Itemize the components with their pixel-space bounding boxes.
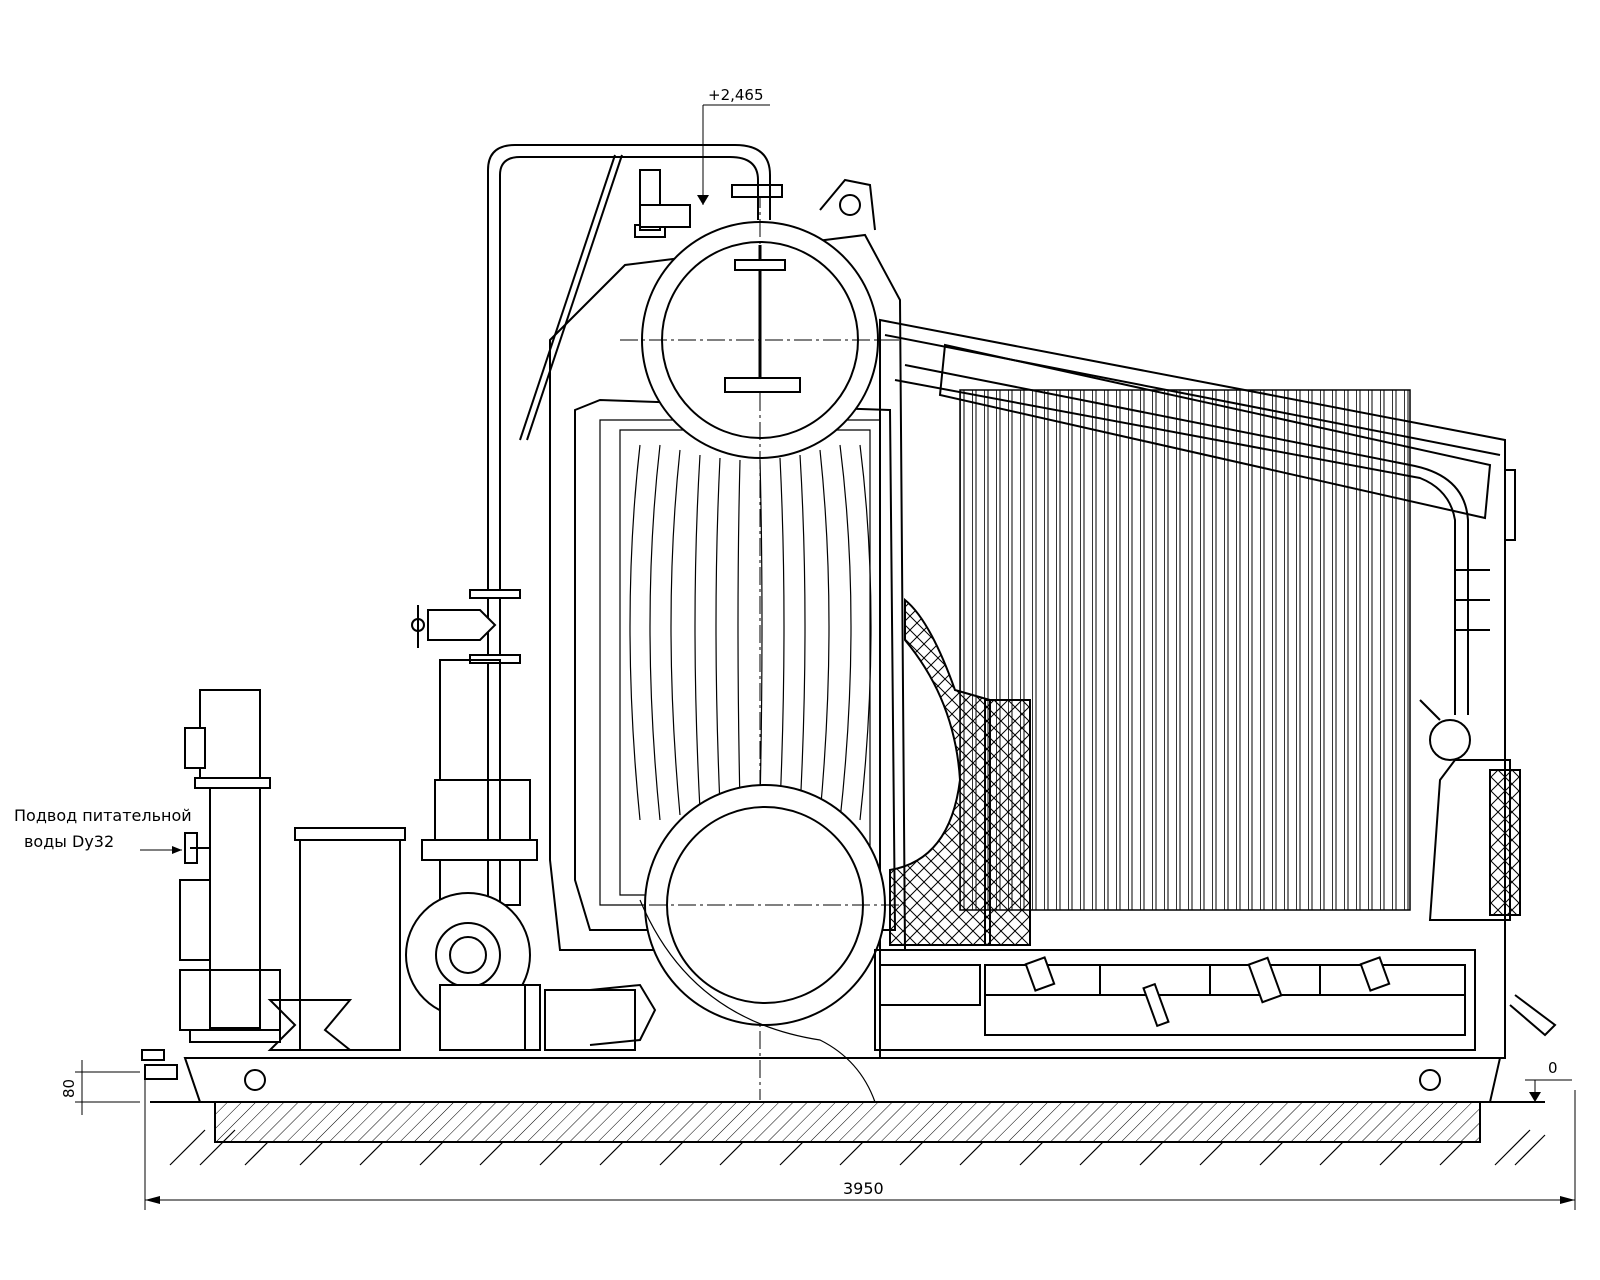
- elevation-top-label: +2,465: [708, 86, 764, 104]
- rear-door: [1419, 699, 1557, 1037]
- elevation-top: +2,465: [697, 86, 770, 205]
- feed-water-callout: Подвод питательной воды Dу32: [14, 806, 192, 854]
- dim-base-height: 80: [60, 1060, 140, 1115]
- feed-pump: [179, 689, 281, 1043]
- refractory-wall: [889, 597, 1031, 946]
- elevation-zero: 0: [1525, 1059, 1572, 1102]
- air-duct: [267, 827, 657, 1051]
- feed-water-label-1: Подвод питательной: [14, 806, 192, 825]
- ground-hatching: [169, 1129, 1546, 1166]
- grate: [874, 949, 1476, 1051]
- elevation-zero-label: 0: [1548, 1059, 1558, 1077]
- feed-water-label-2: воды Dу32: [24, 832, 114, 851]
- screen-tubes: [629, 444, 872, 821]
- dim-total-length: 3950: [144, 1075, 1576, 1210]
- dim-total-length-label: 3950: [843, 1179, 884, 1198]
- foundation: [150, 1101, 1546, 1166]
- fan-assembly: [405, 659, 541, 1051]
- dim-base-height-label: 80: [60, 1079, 78, 1098]
- lower-drum: [620, 784, 905, 1103]
- convective-section: [879, 318, 1516, 1059]
